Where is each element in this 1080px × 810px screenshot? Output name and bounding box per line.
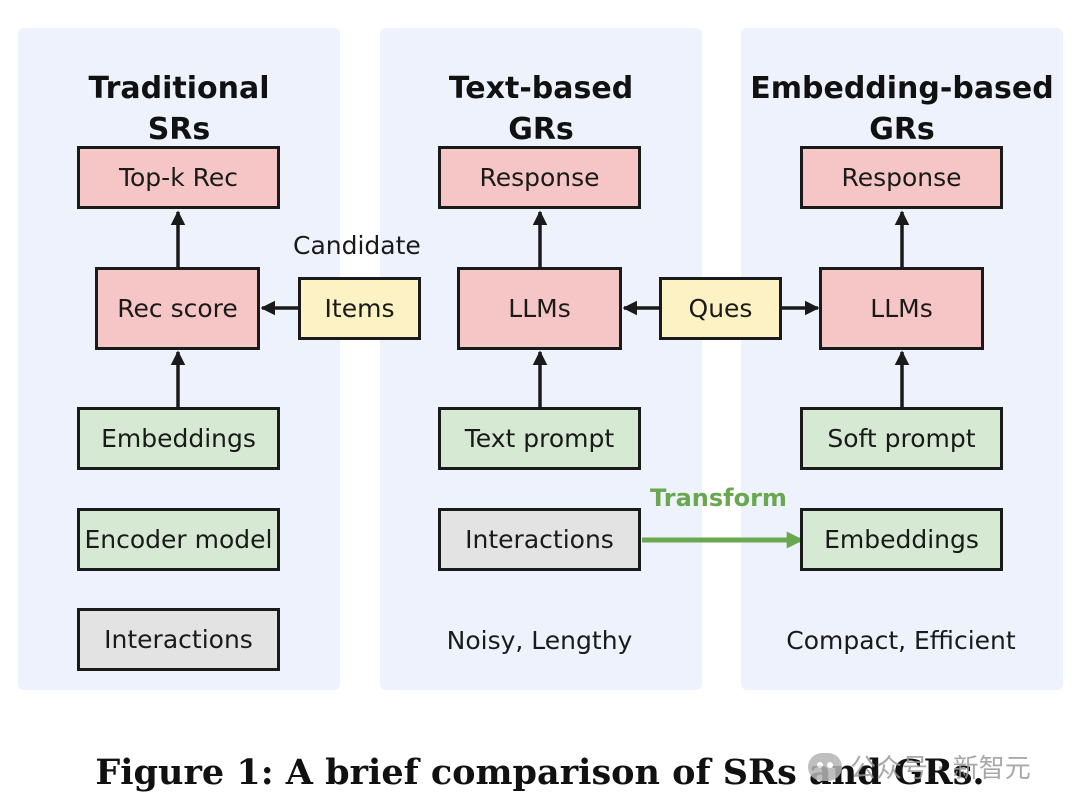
llms-box-text: LLMs [457, 267, 622, 350]
ques-box: Ques [659, 277, 782, 340]
rec-score-box: Rec score [95, 267, 260, 350]
transform-label: Transform [650, 484, 787, 512]
candidate-label: Candidate [293, 231, 421, 260]
response-box-text: Response [438, 146, 641, 209]
topk-rec-box: Top-k Rec [77, 146, 280, 209]
panel-text-based-grs: Text-based GRs [380, 28, 702, 690]
llms-box-emb: LLMs [819, 267, 984, 350]
panel-title-embedding-based: Embedding-based GRs [750, 71, 1054, 147]
text-based-note: Noisy, Lengthy [446, 626, 633, 655]
panel-title-text-based: Text-based GRs [448, 71, 634, 147]
embeddings-box-emb: Embeddings [800, 508, 1003, 571]
embedding-based-note: Compact, Efficient [786, 626, 1016, 655]
panel-title-traditional: Traditional SRs [88, 71, 270, 147]
encoder-model-box: Encoder model [77, 508, 280, 571]
interactions-box-traditional: Interactions [77, 608, 280, 671]
watermark: 公众号 · 新智元 [808, 748, 1031, 785]
soft-prompt-box: Soft prompt [800, 407, 1003, 470]
embeddings-box-traditional: Embeddings [77, 407, 280, 470]
items-box: Items [298, 277, 421, 340]
text-prompt-box: Text prompt [438, 407, 641, 470]
watermark-text: 公众号 · 新智元 [850, 754, 1031, 784]
wechat-icon [808, 752, 842, 781]
response-box-emb: Response [800, 146, 1003, 209]
interactions-box-text: Interactions [438, 508, 641, 571]
